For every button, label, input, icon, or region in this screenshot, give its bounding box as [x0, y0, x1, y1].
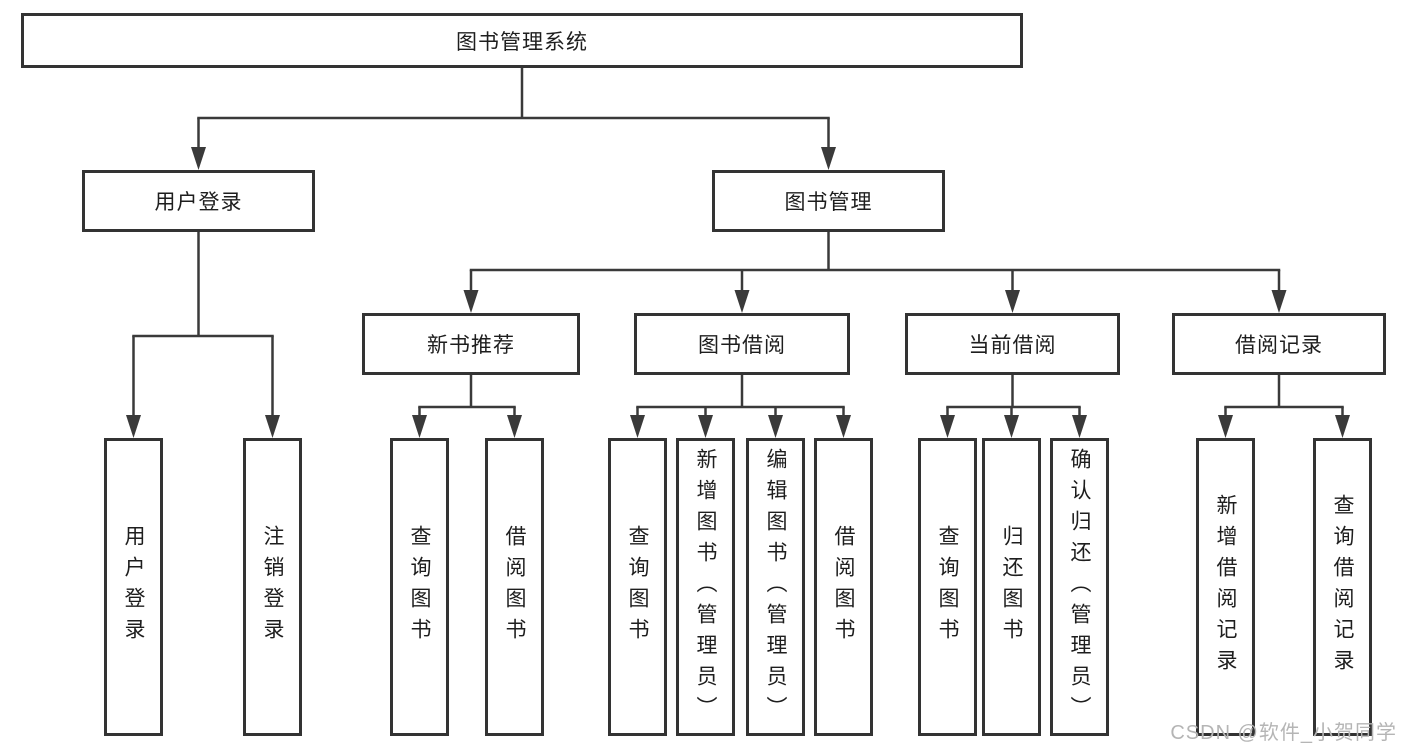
arrowhead-icon — [1335, 415, 1350, 438]
node-leaf-add-book: 新增图书（管理员） — [676, 438, 735, 736]
node-label: 查询图书 — [936, 525, 959, 649]
node-label: 注销登录 — [261, 525, 284, 649]
arrowhead-icon — [836, 415, 851, 438]
arrowhead-icon — [412, 415, 427, 438]
node-leaf-query-book-1: 查询图书 — [390, 438, 449, 736]
node-leaf-return-book: 归还图书 — [982, 438, 1041, 736]
arrowhead-icon — [507, 415, 522, 438]
node-label: 图书管理 — [784, 191, 873, 214]
node-label: 新增图书（管理员） — [694, 447, 717, 727]
node-root: 图书管理系统 — [21, 13, 1023, 68]
node-leaf-query-record: 查询借阅记录 — [1313, 438, 1372, 736]
node-label: 图书借阅 — [698, 334, 786, 357]
node-label: 图书管理系统 — [456, 30, 588, 54]
node-label: 当前借阅 — [968, 334, 1057, 357]
arrowhead-icon — [768, 415, 783, 438]
node-leaf-logout: 注销登录 — [243, 438, 302, 736]
arrowhead-icon — [821, 147, 836, 170]
node-label: 新书推荐 — [427, 334, 515, 357]
node-current-borrow: 当前借阅 — [905, 313, 1120, 375]
node-label: 借阅图书 — [503, 525, 526, 649]
arrowhead-icon — [734, 290, 750, 313]
arrowhead-icon — [126, 415, 141, 438]
arrowhead-icon — [1271, 290, 1287, 313]
node-leaf-add-record: 新增借阅记录 — [1196, 438, 1255, 736]
node-book-borrow: 图书借阅 — [634, 313, 850, 375]
node-label: 查询图书 — [626, 525, 649, 649]
node-leaf-query-book-2: 查询图书 — [608, 438, 667, 736]
node-label: 借阅记录 — [1235, 334, 1323, 357]
node-label: 查询图书 — [408, 525, 431, 649]
arrowhead-icon — [1072, 415, 1087, 438]
watermark: CSDN @软件_小贺同学 — [1170, 722, 1397, 744]
arrowhead-icon — [1218, 415, 1233, 438]
arrowhead-icon — [940, 415, 955, 438]
node-leaf-user-login: 用户登录 — [104, 438, 163, 736]
node-label: 归还图书 — [1000, 525, 1023, 649]
node-leaf-borrow-book-2: 借阅图书 — [814, 438, 873, 736]
node-book-mgmt: 图书管理 — [712, 170, 945, 232]
node-label: 确认归还（管理员） — [1068, 447, 1091, 727]
arrowhead-icon — [463, 290, 479, 313]
arrowhead-icon — [1005, 290, 1020, 313]
arrowhead-icon — [630, 415, 645, 438]
node-new-book-rec: 新书推荐 — [362, 313, 580, 375]
node-label: 用户登录 — [154, 191, 243, 214]
node-leaf-query-book-3: 查询图书 — [918, 438, 977, 736]
node-leaf-borrow-book-1: 借阅图书 — [485, 438, 544, 736]
node-leaf-confirm-return: 确认归还（管理员） — [1050, 438, 1109, 736]
node-user-login: 用户登录 — [82, 170, 315, 232]
node-label: 新增借阅记录 — [1214, 494, 1237, 680]
node-borrow-records: 借阅记录 — [1172, 313, 1386, 375]
node-label: 查询借阅记录 — [1331, 494, 1354, 680]
node-label: 借阅图书 — [832, 525, 855, 649]
node-label: 编辑图书（管理员） — [764, 447, 787, 727]
node-leaf-edit-book: 编辑图书（管理员） — [746, 438, 805, 736]
arrowhead-icon — [698, 415, 713, 438]
node-label: 用户登录 — [122, 525, 145, 649]
arrowhead-icon — [191, 147, 206, 170]
arrowhead-icon — [265, 415, 280, 438]
arrowhead-icon — [1004, 415, 1019, 438]
